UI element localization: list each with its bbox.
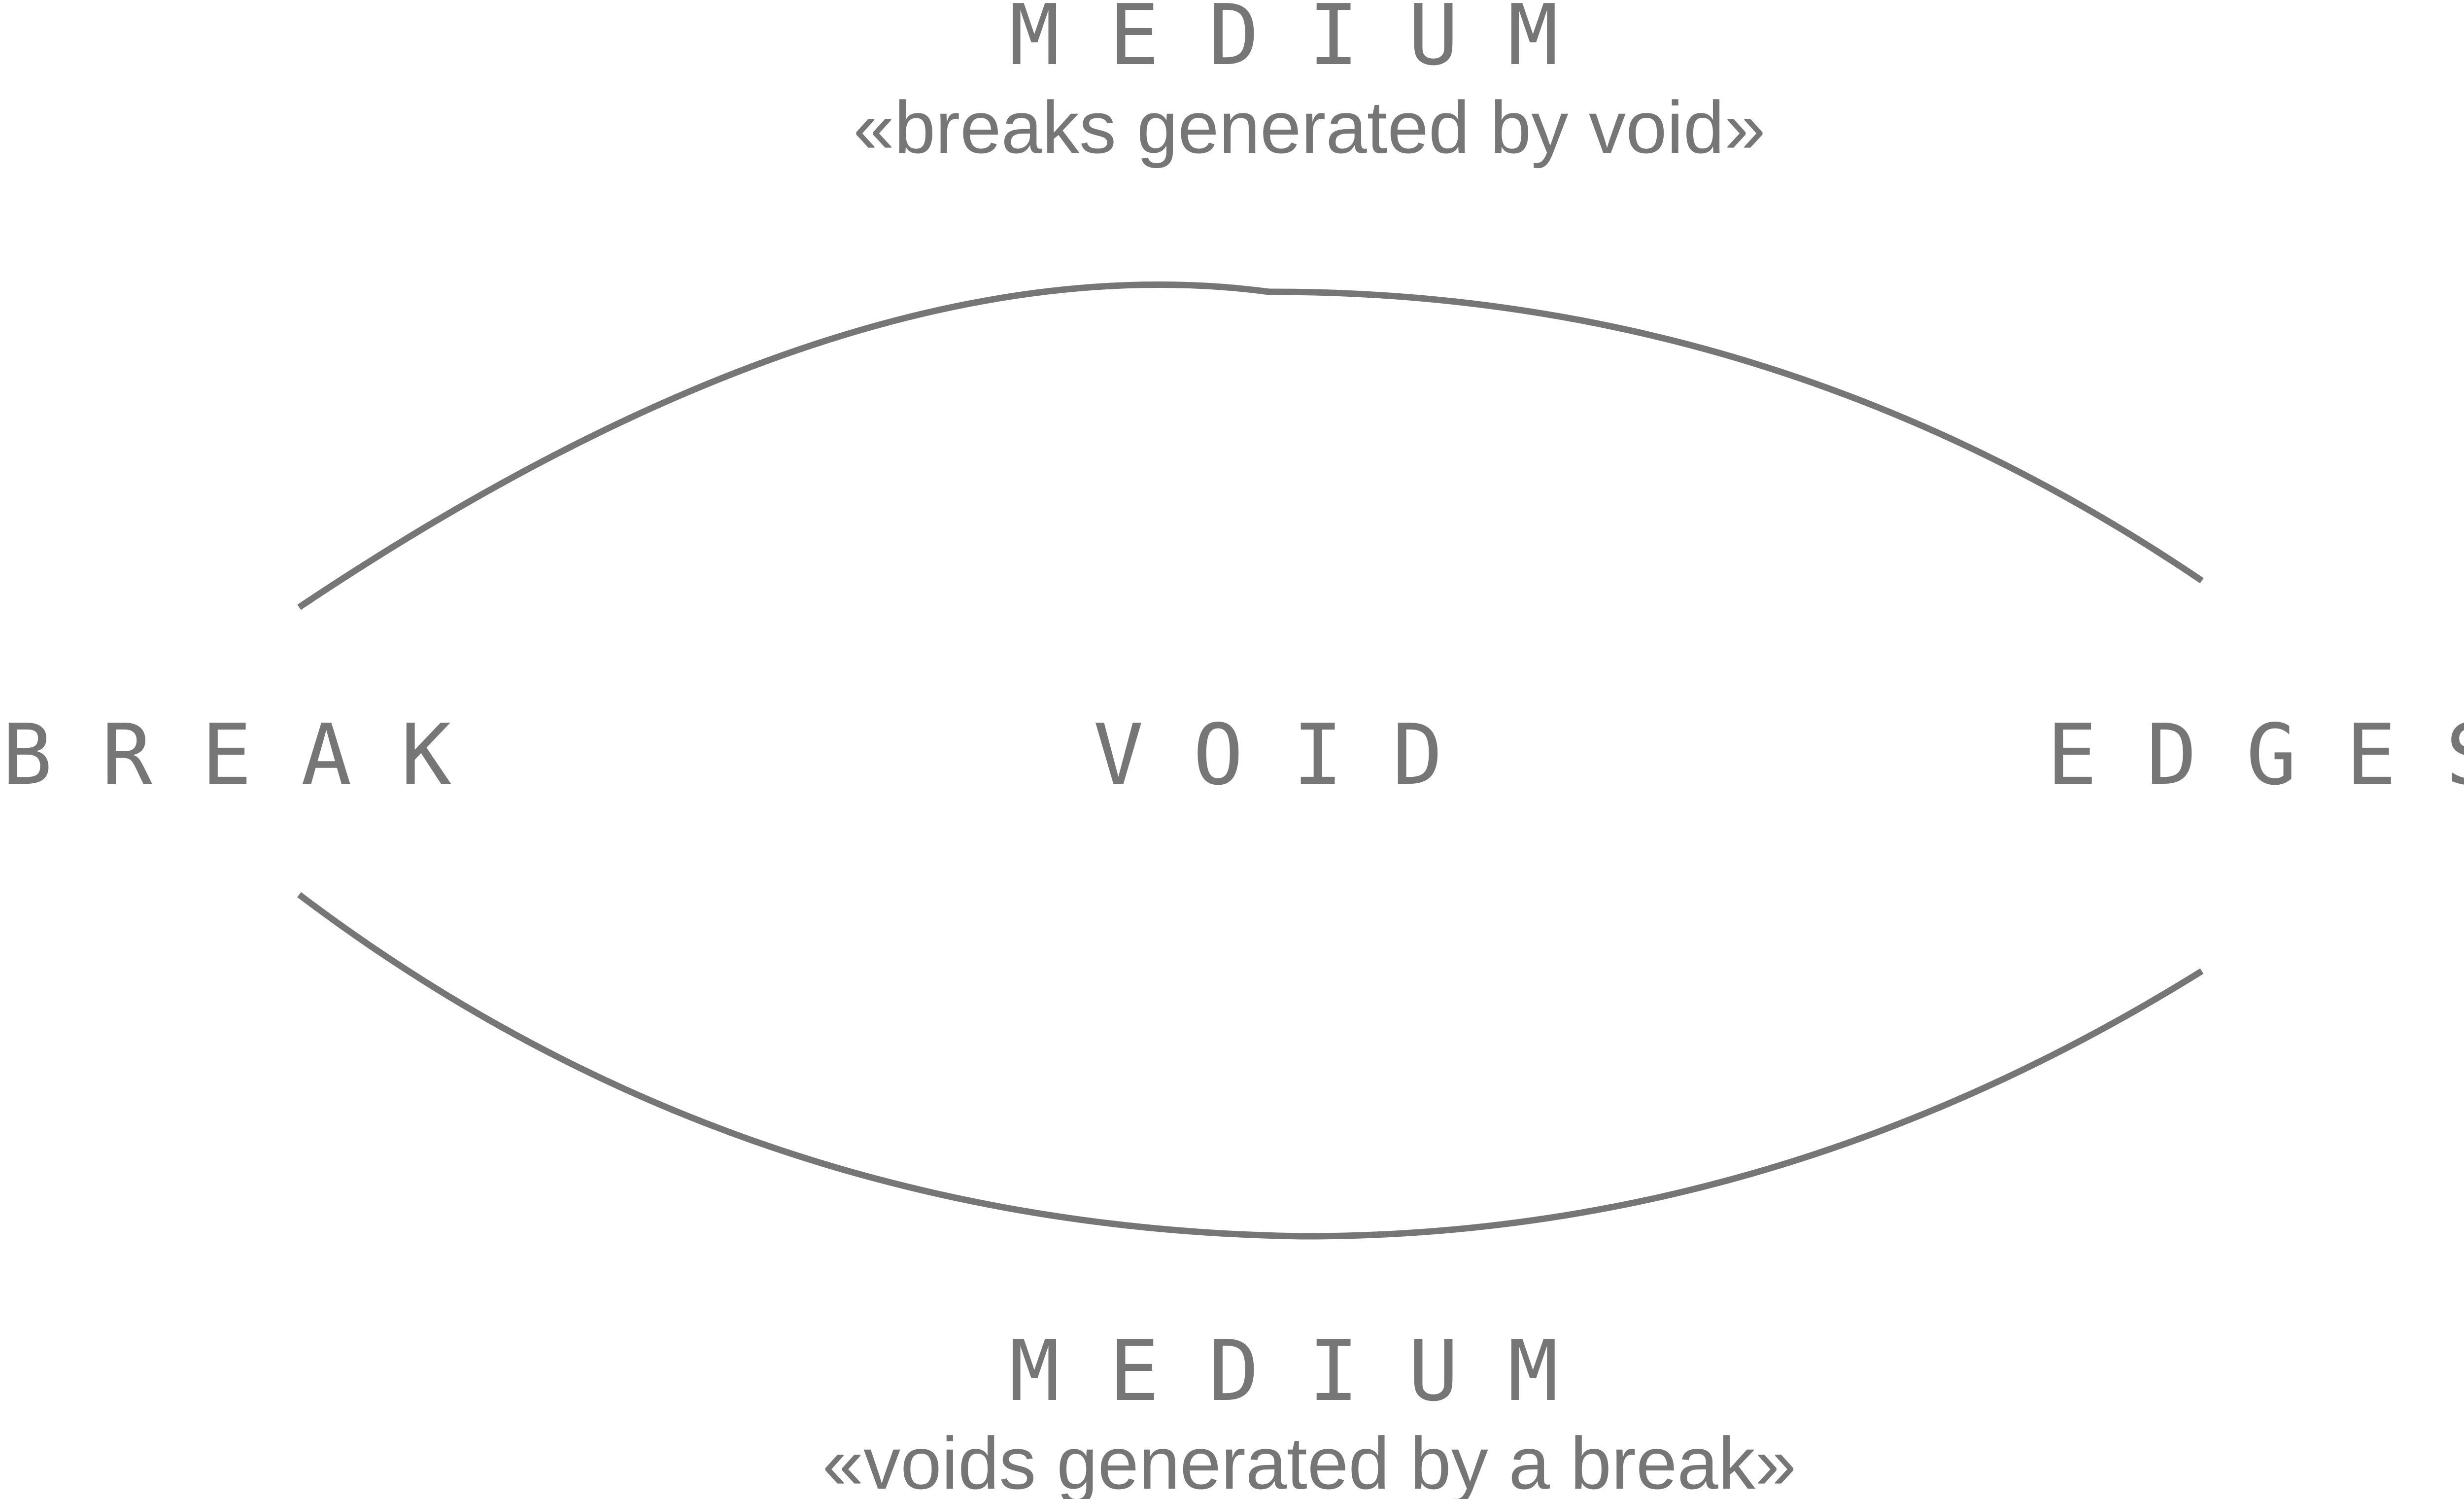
upper-arc <box>297 281 2204 610</box>
lower-arc <box>297 892 2204 1240</box>
node-void: VOID <box>1093 706 1492 804</box>
node-edges: EDGES <box>2047 706 2464 804</box>
node-break: BREAK <box>2 706 501 804</box>
top-medium-caption: «breaks generated by void» <box>853 86 1765 169</box>
bottom-medium-caption: «voids generated by a break» <box>822 1422 1796 1499</box>
bottom-medium-heading: MEDIUM <box>1009 1323 1608 1420</box>
top-medium-heading: MEDIUM <box>1009 0 1608 84</box>
